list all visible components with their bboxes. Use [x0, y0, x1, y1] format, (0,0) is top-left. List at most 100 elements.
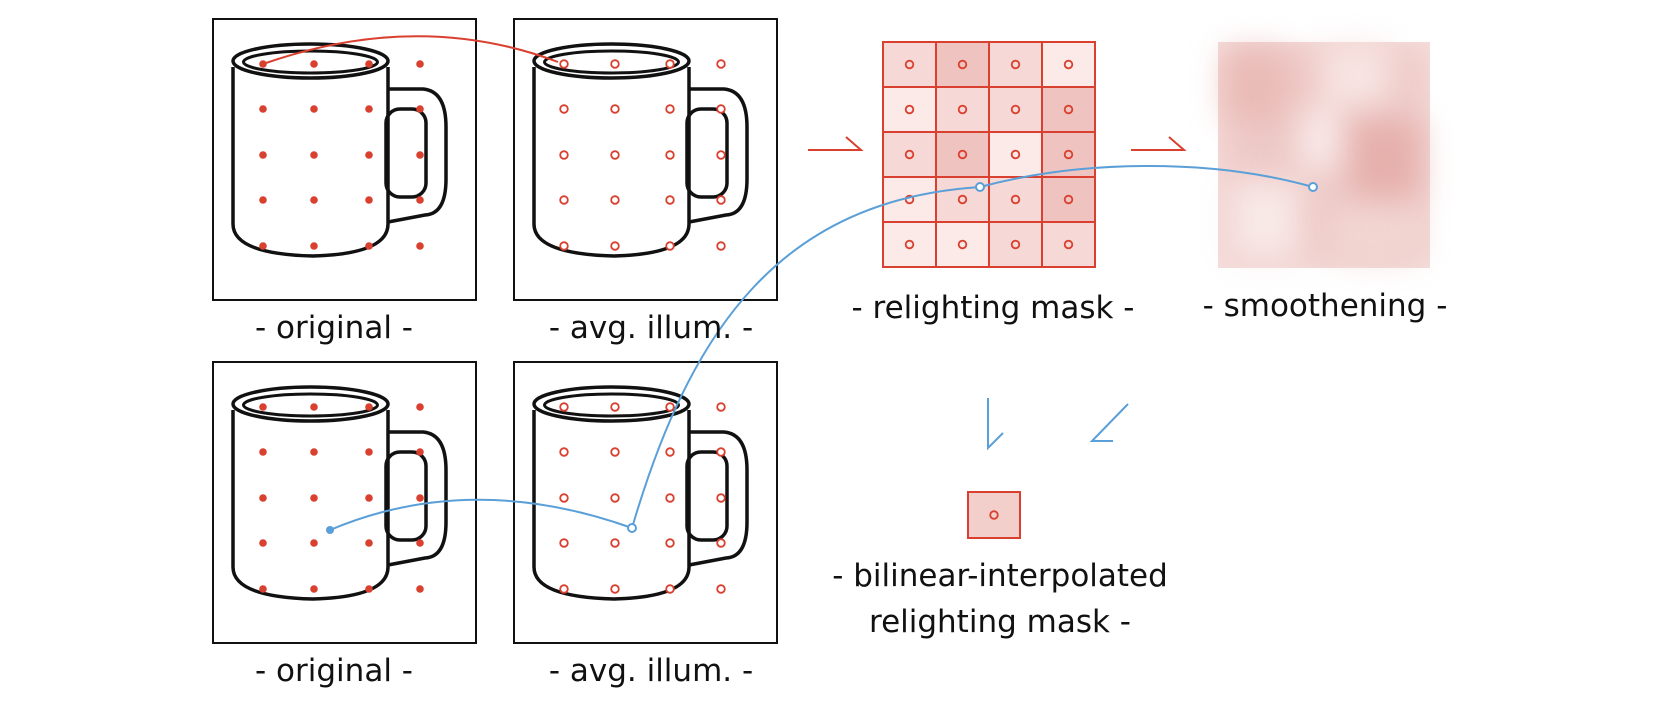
sample-dot	[665, 104, 675, 114]
sample-dot	[365, 539, 373, 547]
sample-dot	[610, 402, 620, 412]
sample-dot	[310, 151, 318, 159]
sample-dot	[365, 403, 373, 411]
sample-dot	[716, 402, 726, 412]
relighting-mask-grid	[882, 41, 1096, 268]
label-smoothening: - smoothening -	[1203, 288, 1448, 324]
mask-cell	[935, 86, 990, 133]
bilinear-mask-cell	[967, 491, 1021, 539]
mask-cell	[935, 41, 990, 88]
mask-cell-dot	[1010, 194, 1021, 205]
red-correspondence-curve	[262, 35, 559, 65]
sample-dot	[365, 196, 373, 204]
mask-cell	[935, 131, 990, 178]
sample-dot	[665, 59, 675, 69]
sample-dot	[716, 150, 726, 160]
mask-cell	[882, 86, 937, 133]
mug-icon	[231, 42, 448, 258]
sample-dot	[416, 60, 424, 68]
sample-dot	[416, 585, 424, 593]
sample-dot	[716, 195, 726, 205]
sample-dot	[716, 584, 726, 594]
sample-dot	[559, 447, 569, 457]
sample-dot	[665, 195, 675, 205]
sample-dot	[716, 447, 726, 457]
sample-dot	[610, 447, 620, 457]
label-bottom-original: - original -	[255, 653, 413, 689]
sample-dot	[310, 448, 318, 456]
sample-dot	[365, 585, 373, 593]
sample-dot	[610, 493, 620, 503]
sample-dot	[559, 241, 569, 251]
blue-sample-point	[326, 526, 334, 534]
panel-top-original	[212, 18, 477, 301]
sample-dot	[259, 539, 267, 547]
sample-dot	[416, 403, 424, 411]
sample-dot	[310, 196, 318, 204]
sample-dot	[365, 105, 373, 113]
mask-cell-dot	[1063, 194, 1074, 205]
sample-dot	[365, 494, 373, 502]
mask-cell	[988, 131, 1043, 178]
sample-dot	[416, 242, 424, 250]
mask-cell-dot	[904, 239, 915, 250]
sample-dot	[259, 242, 267, 250]
sample-dot	[610, 241, 620, 251]
smoothened-mask	[1218, 42, 1430, 268]
mask-cell	[882, 131, 937, 178]
mask-cell	[1041, 86, 1096, 133]
sample-dot	[610, 584, 620, 594]
sample-dot	[716, 538, 726, 548]
arrow-to-relighting-mask	[808, 136, 864, 151]
sample-dot	[416, 196, 424, 204]
mask-cell	[882, 176, 937, 223]
sample-dot	[559, 493, 569, 503]
sample-dot	[310, 494, 318, 502]
mask-cell-dot	[1010, 149, 1021, 160]
sample-dot	[365, 151, 373, 159]
label-bilinear-line2: relighting mask -	[869, 604, 1131, 640]
mask-cell-dot	[904, 104, 915, 115]
sample-dot	[559, 195, 569, 205]
blue-sample-point-avg	[627, 523, 637, 533]
label-top-original: - original -	[255, 310, 413, 346]
mask-cell-dot	[957, 149, 968, 160]
sample-dot	[665, 447, 675, 457]
mask-cell-dot	[1063, 59, 1074, 70]
sample-dot	[310, 585, 318, 593]
mug-icon	[532, 42, 749, 258]
sample-dot	[259, 585, 267, 593]
sample-dot	[559, 150, 569, 160]
mask-cell	[1041, 176, 1096, 223]
sample-dot	[365, 60, 373, 68]
blue-sample-point-smooth	[1308, 182, 1318, 192]
label-bilinear-line1: - bilinear-interpolated	[832, 558, 1168, 594]
sample-dot	[559, 104, 569, 114]
sample-dot	[416, 448, 424, 456]
mug-icon	[231, 385, 448, 601]
sample-dot	[610, 195, 620, 205]
sample-dot	[259, 151, 267, 159]
mask-cell	[1041, 41, 1096, 88]
mask-cell-dot	[957, 104, 968, 115]
mug-icon	[532, 385, 749, 601]
sample-dot	[259, 105, 267, 113]
sample-dot	[665, 150, 675, 160]
sample-dot	[259, 448, 267, 456]
sample-dot	[416, 494, 424, 502]
sample-dot	[716, 104, 726, 114]
mask-cell-dot	[957, 194, 968, 205]
sample-dot	[416, 539, 424, 547]
mask-cell-dot	[1010, 104, 1021, 115]
sample-dot	[559, 584, 569, 594]
panel-bottom-original	[212, 361, 477, 644]
blue-correspondence-curve	[329, 165, 1314, 531]
sample-dot	[259, 403, 267, 411]
mask-cell-dot	[904, 59, 915, 70]
sample-dot	[665, 538, 675, 548]
sample-dot	[665, 584, 675, 594]
sample-dot	[416, 151, 424, 159]
sample-dot	[259, 494, 267, 502]
mask-cell	[988, 86, 1043, 133]
